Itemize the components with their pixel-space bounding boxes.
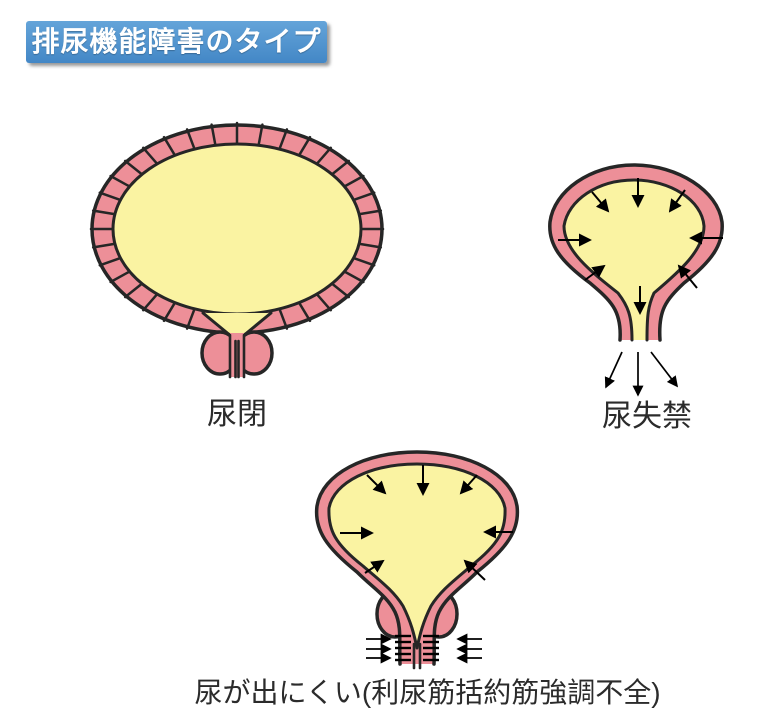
inward-pressure-arrows [558, 178, 723, 315]
bladder-underactive-diagram [314, 450, 520, 670]
sphincter-squeeze-arrows [366, 633, 482, 664]
sphincter-hatch-marks [395, 634, 439, 662]
bladder-wall-segments [89, 121, 385, 330]
bladder-interior [562, 178, 706, 342]
closed-urethra-channel [412, 642, 422, 670]
bladder-interior [327, 462, 507, 650]
closed-urethra-channel [228, 333, 246, 379]
bladder-interior [111, 142, 363, 316]
inward-pressure-arrows [340, 465, 513, 581]
slide-title: 排尿機能障害のタイプ [31, 26, 322, 57]
bladder-incontinence-diagram [548, 163, 724, 397]
slide-title-banner: 排尿機能障害のタイプ [26, 21, 327, 63]
leakage-arrows [604, 351, 679, 397]
label-incontinence: 尿失禁 [602, 400, 692, 433]
label-retention: 尿閉 [207, 398, 267, 431]
label-underactive: 尿が出にくい(利尿筋括約筋強調不全) [194, 677, 661, 708]
bladder-retention-diagram [89, 121, 385, 379]
